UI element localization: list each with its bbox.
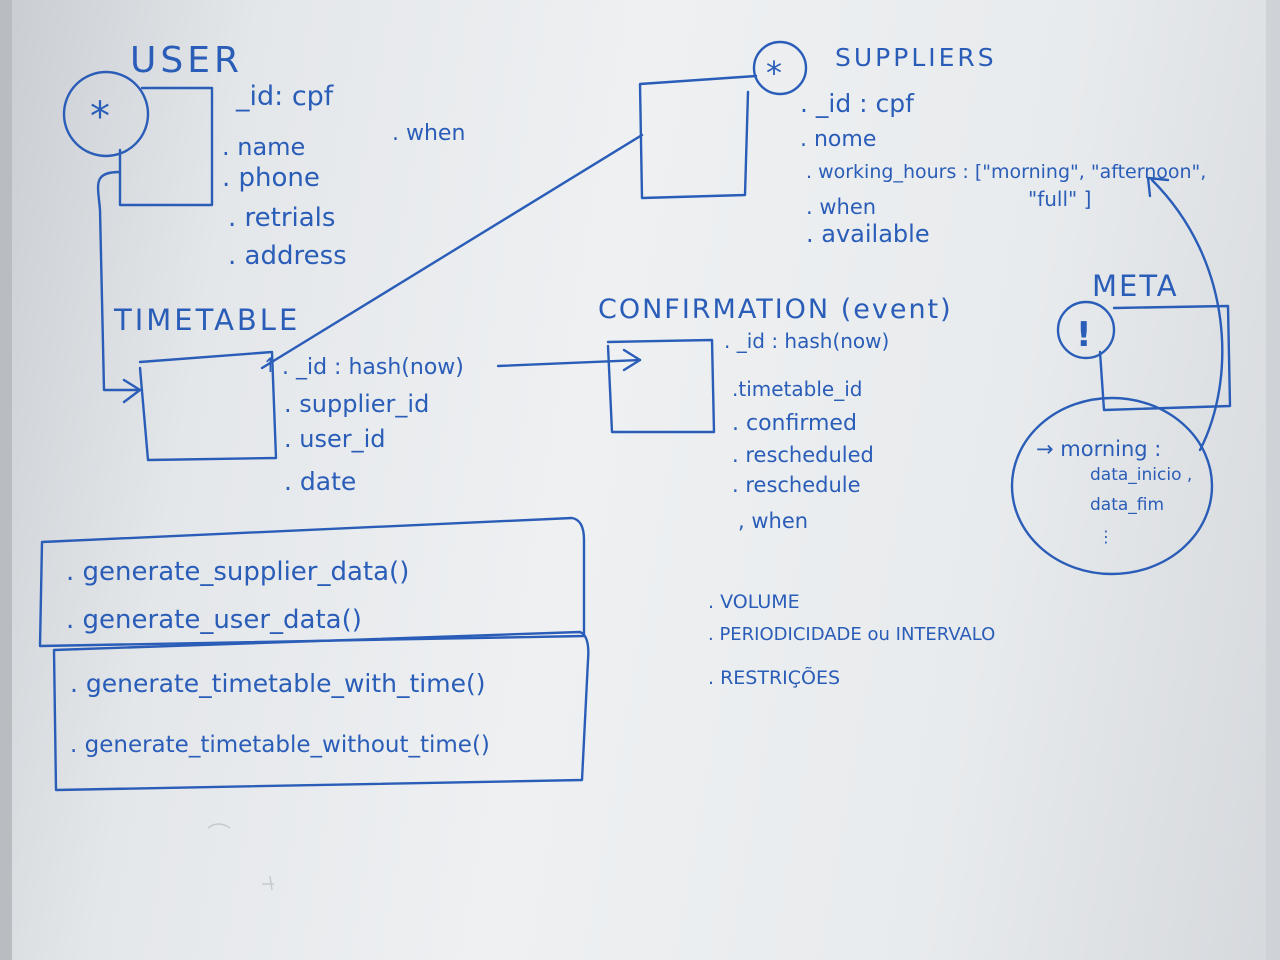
arrow-head-icon bbox=[1146, 176, 1170, 198]
arrow-head-icon bbox=[122, 378, 142, 404]
confirmation-field-reschedule: . reschedule bbox=[732, 473, 861, 497]
timetable-entity: TIMETABLE ↑ . _id : hash(now) . supplier… bbox=[113, 303, 464, 496]
meta-line-morning: → morning : bbox=[1036, 437, 1161, 461]
confirmation-title: CONFIRMATION (event) bbox=[598, 294, 953, 325]
functions-panel: . generate_supplier_data() . generate_us… bbox=[38, 516, 590, 792]
erased-marks bbox=[207, 823, 274, 891]
timetable-field-user-id: . user_id bbox=[284, 425, 386, 453]
user-field-name: . name bbox=[222, 133, 305, 161]
note-periodicidade: . PERIODICIDADE ou INTERVALO bbox=[708, 624, 995, 645]
confirmation-field-id: . _id : hash(now) bbox=[724, 329, 889, 353]
user-field-id: _id: cpf bbox=[235, 81, 335, 112]
suppliers-field-working-hours-cont: "full" ] bbox=[1028, 187, 1091, 211]
meta-line-ellipsis: ⋮ bbox=[1098, 527, 1114, 546]
suppliers-field-available: . available bbox=[806, 220, 930, 248]
meta-marker-circle bbox=[1056, 300, 1116, 360]
user-field-when: . when bbox=[392, 121, 465, 146]
timetable-to-suppliers-connector bbox=[260, 133, 644, 370]
confirmation-field-rescheduled: . rescheduled bbox=[732, 443, 874, 467]
function-generate-user-data: . generate_user_data() bbox=[66, 605, 362, 635]
user-box bbox=[118, 86, 214, 207]
function-generate-timetable-with-time: . generate_timetable_with_time() bbox=[70, 669, 485, 698]
suppliers-title: SUPPLIERS bbox=[835, 43, 997, 72]
user-entity: USER * _id: cpf . name . phone . retrial… bbox=[62, 40, 465, 271]
user-field-address: . address bbox=[228, 241, 347, 271]
function-generate-timetable-without-time: . generate_timetable_without_time() bbox=[70, 732, 490, 758]
confirmation-field-when: , when bbox=[738, 509, 808, 533]
meta-to-suppliers-connector bbox=[1150, 178, 1224, 452]
user-title: USER bbox=[130, 40, 243, 81]
meta-title: META bbox=[1092, 269, 1179, 303]
user-marker-circle bbox=[62, 70, 150, 158]
whiteboard-frame-left bbox=[0, 0, 12, 960]
suppliers-entity: SUPPLIERS * . _id : cpf . nome . working… bbox=[638, 40, 1206, 248]
note-restricoes: . RESTRIÇÕES bbox=[708, 666, 840, 689]
asterisk-icon: * bbox=[90, 94, 110, 140]
confirmation-box bbox=[606, 338, 716, 434]
arrow-up-icon: ↑ bbox=[262, 353, 279, 377]
meta-box bbox=[1098, 304, 1232, 412]
user-field-phone: . phone bbox=[222, 163, 320, 193]
notes-list: . VOLUME . PERIODICIDADE ou INTERVALO . … bbox=[708, 591, 995, 689]
suppliers-field-when: . when bbox=[806, 195, 876, 219]
whiteboard-frame-right bbox=[1266, 0, 1280, 960]
timetable-field-date: . date bbox=[284, 467, 356, 496]
exclamation-icon: ! bbox=[1076, 315, 1092, 355]
suppliers-field-nome: . nome bbox=[800, 127, 876, 152]
meta-entity: META ! → morning : data_inicio , data_fi… bbox=[1010, 269, 1232, 576]
confirmation-entity: CONFIRMATION (event) . _id : hash(now) .… bbox=[598, 294, 953, 533]
suppliers-box bbox=[638, 74, 758, 200]
suppliers-field-id: . _id : cpf bbox=[800, 89, 915, 118]
functions-group-b-box bbox=[52, 630, 590, 792]
timetable-field-id: . _id : hash(now) bbox=[282, 355, 464, 380]
suppliers-marker-circle bbox=[752, 40, 808, 96]
confirmation-field-timetable-id: .timetable_id bbox=[732, 377, 862, 401]
confirmation-field-confirmed: . confirmed bbox=[732, 411, 857, 436]
timetable-to-confirmation-connector bbox=[496, 358, 642, 368]
meta-detail-circle bbox=[1010, 396, 1214, 576]
note-volume: . VOLUME bbox=[708, 591, 800, 613]
meta-line-data-fim: data_fim bbox=[1090, 495, 1164, 515]
meta-line-data-inicio: data_inicio , bbox=[1090, 465, 1192, 485]
function-generate-supplier-data: . generate_supplier_data() bbox=[66, 557, 409, 587]
timetable-box bbox=[138, 350, 278, 462]
user-to-timetable-connector bbox=[96, 170, 142, 392]
user-field-retrials: . retrials bbox=[228, 203, 335, 233]
functions-group-a-box bbox=[38, 516, 586, 648]
timetable-title: TIMETABLE bbox=[113, 303, 300, 337]
asterisk-icon: * bbox=[766, 54, 782, 92]
suppliers-field-working-hours: . working_hours : ["morning", "afternoon… bbox=[806, 161, 1206, 183]
timetable-field-supplier-id: . supplier_id bbox=[284, 390, 429, 418]
arrow-head-icon bbox=[622, 348, 642, 372]
